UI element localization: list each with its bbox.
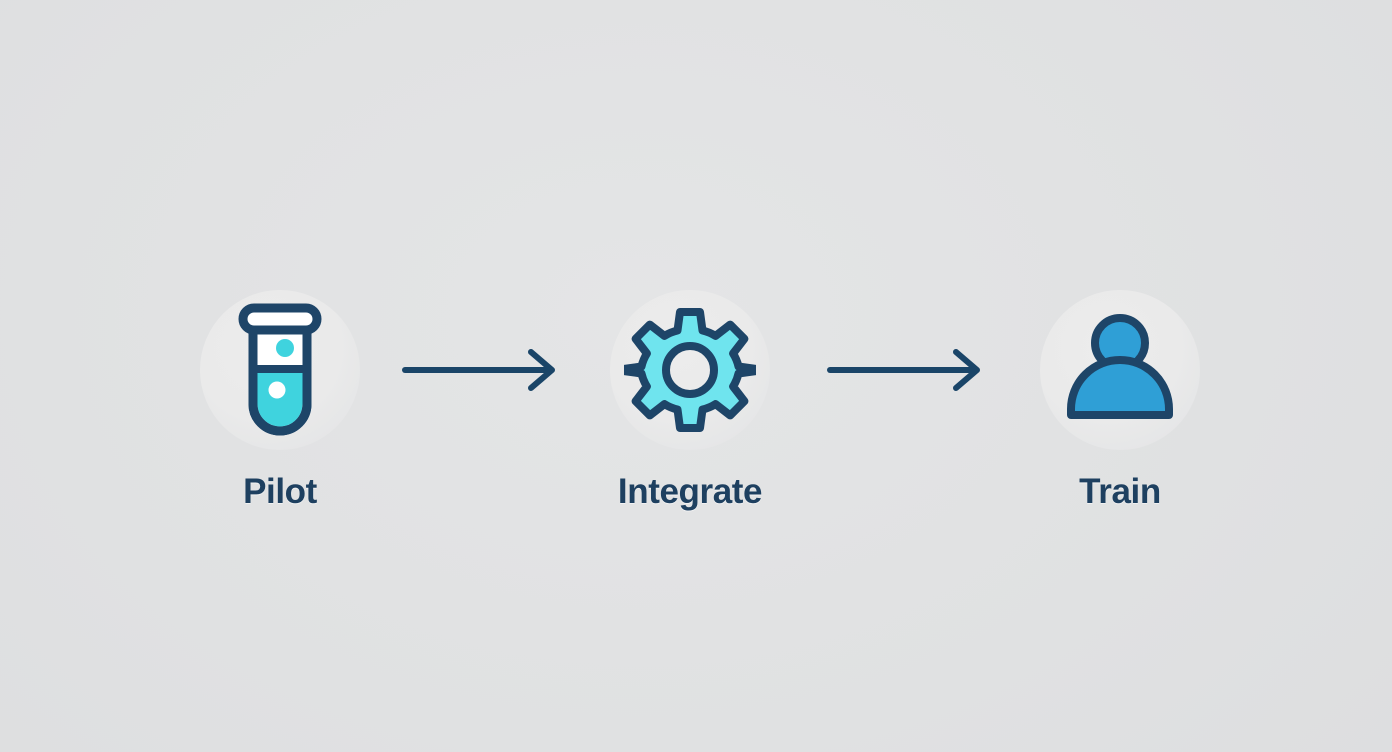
test-tube-icon: [238, 303, 322, 436]
person-icon: [1067, 314, 1173, 419]
flow-step-train[interactable]: Train: [1000, 290, 1240, 520]
icon-disc-train: [1040, 290, 1200, 450]
arrow-integrate-to-train: [825, 348, 995, 392]
arrow-pilot-to-integrate: [400, 348, 570, 392]
arrow-right-icon: [402, 349, 555, 391]
flow-step-label-pilot: Pilot: [243, 472, 317, 511]
icon-disc-pilot: [200, 290, 360, 450]
flow-step-pilot[interactable]: Pilot: [160, 290, 400, 520]
flow-step-label-integrate: Integrate: [617, 472, 763, 511]
flow-step-integrate[interactable]: Integrate: [570, 290, 810, 520]
icon-disc-integrate: [610, 290, 770, 450]
flow-step-label-train: Train: [1079, 472, 1161, 511]
gear-icon: [624, 308, 756, 432]
arrow-right-icon: [827, 349, 980, 391]
